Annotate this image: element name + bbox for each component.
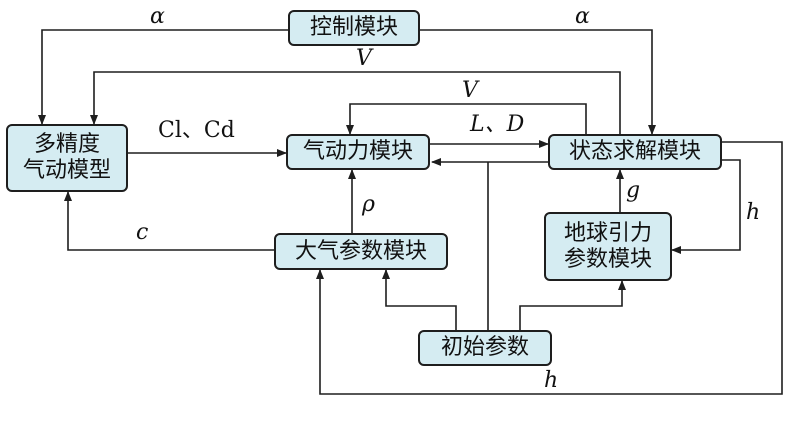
arrow-initial-to-atmosphere bbox=[382, 269, 457, 330]
arrow-initial-to-gravity bbox=[519, 280, 626, 330]
atmosphere-module: 大气参数模块 bbox=[274, 233, 448, 270]
arrow-state-to-gravity-h bbox=[671, 159, 741, 254]
multi-fidelity-line2: 气动模型 bbox=[22, 158, 111, 183]
alpha-label-right: α bbox=[575, 4, 590, 29]
arrow-atmosphere-to-multi-fidelity bbox=[64, 191, 274, 251]
rho-label: ρ bbox=[362, 192, 375, 217]
state-solver-module: 状态求解模块 bbox=[548, 134, 722, 170]
h-label-right: h bbox=[746, 200, 761, 225]
h-label-bottom: h bbox=[544, 368, 559, 393]
multi-fidelity-aero-model: 多精度 气动模型 bbox=[6, 124, 128, 192]
control-module: 控制模块 bbox=[288, 10, 420, 46]
gravity-line1: 地球引力 bbox=[563, 220, 652, 246]
v-label-inner: V bbox=[462, 78, 478, 103]
multi-fidelity-line1: 多精度 bbox=[33, 132, 100, 158]
state-solver-label: 状态求解模块 bbox=[568, 139, 701, 165]
initial-parameters: 初始参数 bbox=[418, 330, 552, 366]
initial-parameters-label: 初始参数 bbox=[440, 335, 529, 361]
gravity-parameter-module: 地球引力 参数模块 bbox=[544, 212, 672, 281]
arrow-control-to-multi-fidelity bbox=[38, 29, 288, 125]
aero-force-label: 气动力模块 bbox=[302, 139, 413, 165]
c-label: c bbox=[136, 220, 149, 245]
gravity-line2: 参数模块 bbox=[563, 246, 652, 272]
cl-cd-label: Cl、Cd bbox=[158, 118, 235, 143]
arrow-state-to-atmosphere-h bbox=[316, 141, 783, 395]
arrow-state-to-multi-fidelity-v bbox=[90, 71, 621, 134]
v-label-outer: V bbox=[356, 46, 372, 71]
aero-force-module: 气动力模块 bbox=[286, 134, 430, 170]
g-label: g bbox=[626, 178, 641, 203]
control-module-label: 控制模块 bbox=[309, 15, 398, 41]
l-d-label: L、D bbox=[470, 112, 525, 137]
arrow-control-to-state-solver bbox=[420, 29, 656, 135]
arrow-state-to-aero-v bbox=[346, 103, 587, 135]
alpha-label-left: α bbox=[150, 4, 165, 29]
atmosphere-label: 大气参数模块 bbox=[294, 238, 427, 264]
